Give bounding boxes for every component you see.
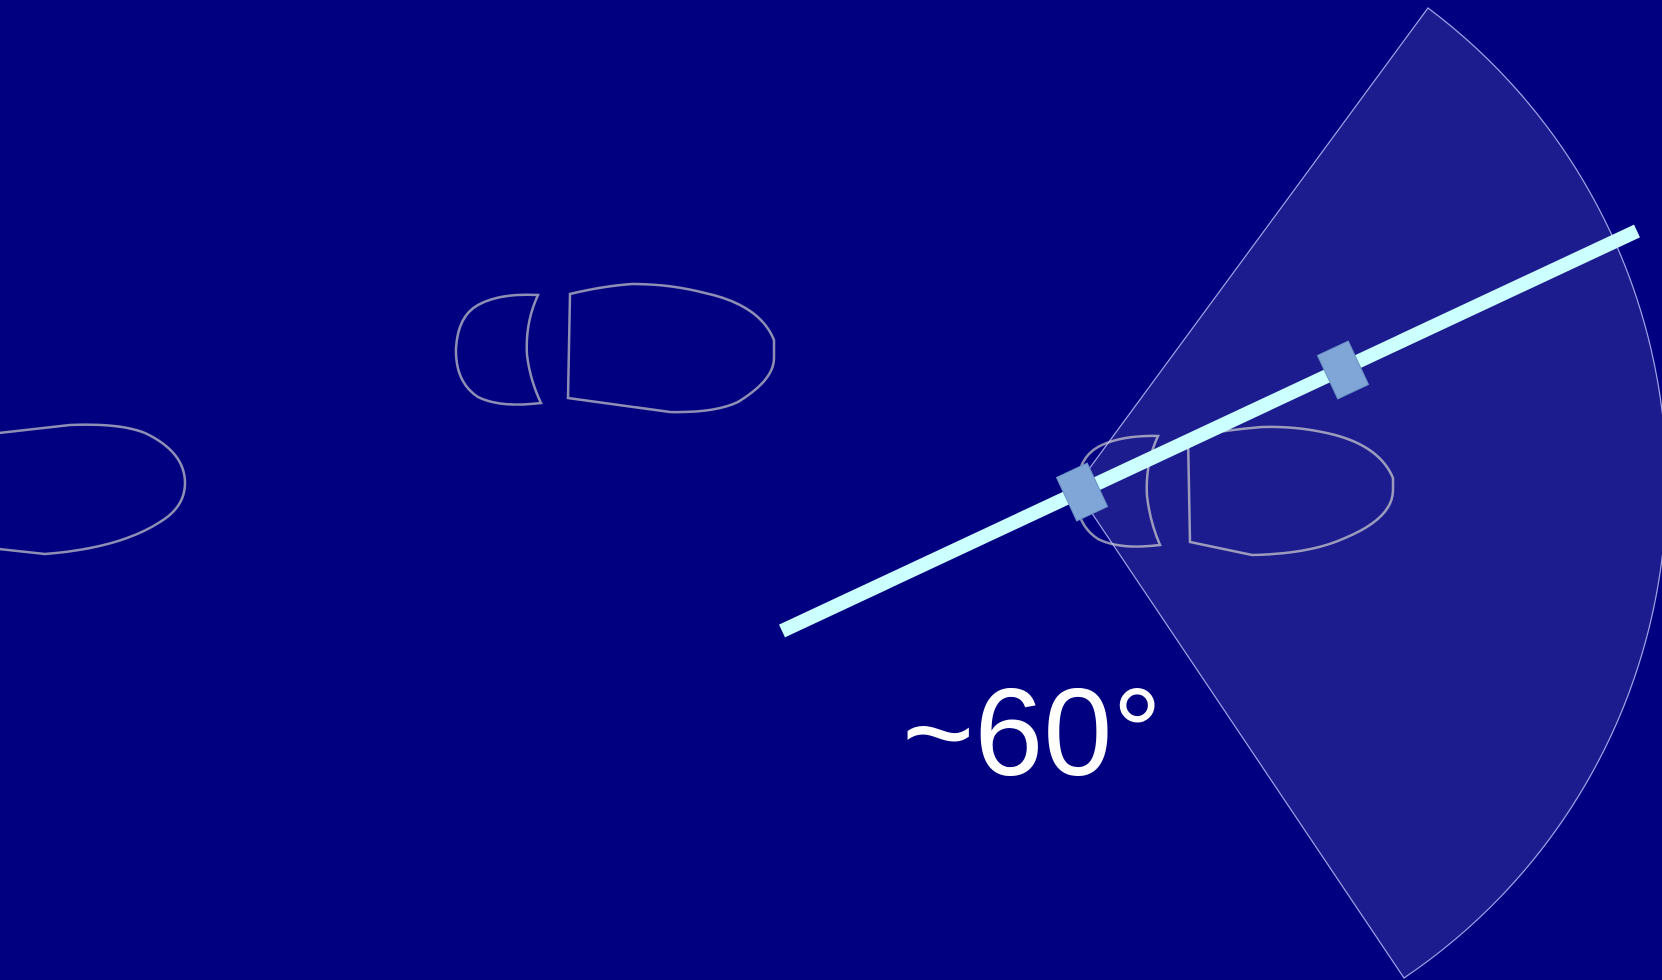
- middle-footprint: [456, 284, 774, 412]
- left-footprint: [0, 425, 185, 554]
- middle-footprint-heel: [456, 295, 541, 405]
- left-footprint-sole: [0, 425, 185, 554]
- sweep-cone: [1075, 8, 1662, 978]
- angle-label: ~60°: [902, 668, 1182, 798]
- middle-footprint-sole: [568, 284, 774, 412]
